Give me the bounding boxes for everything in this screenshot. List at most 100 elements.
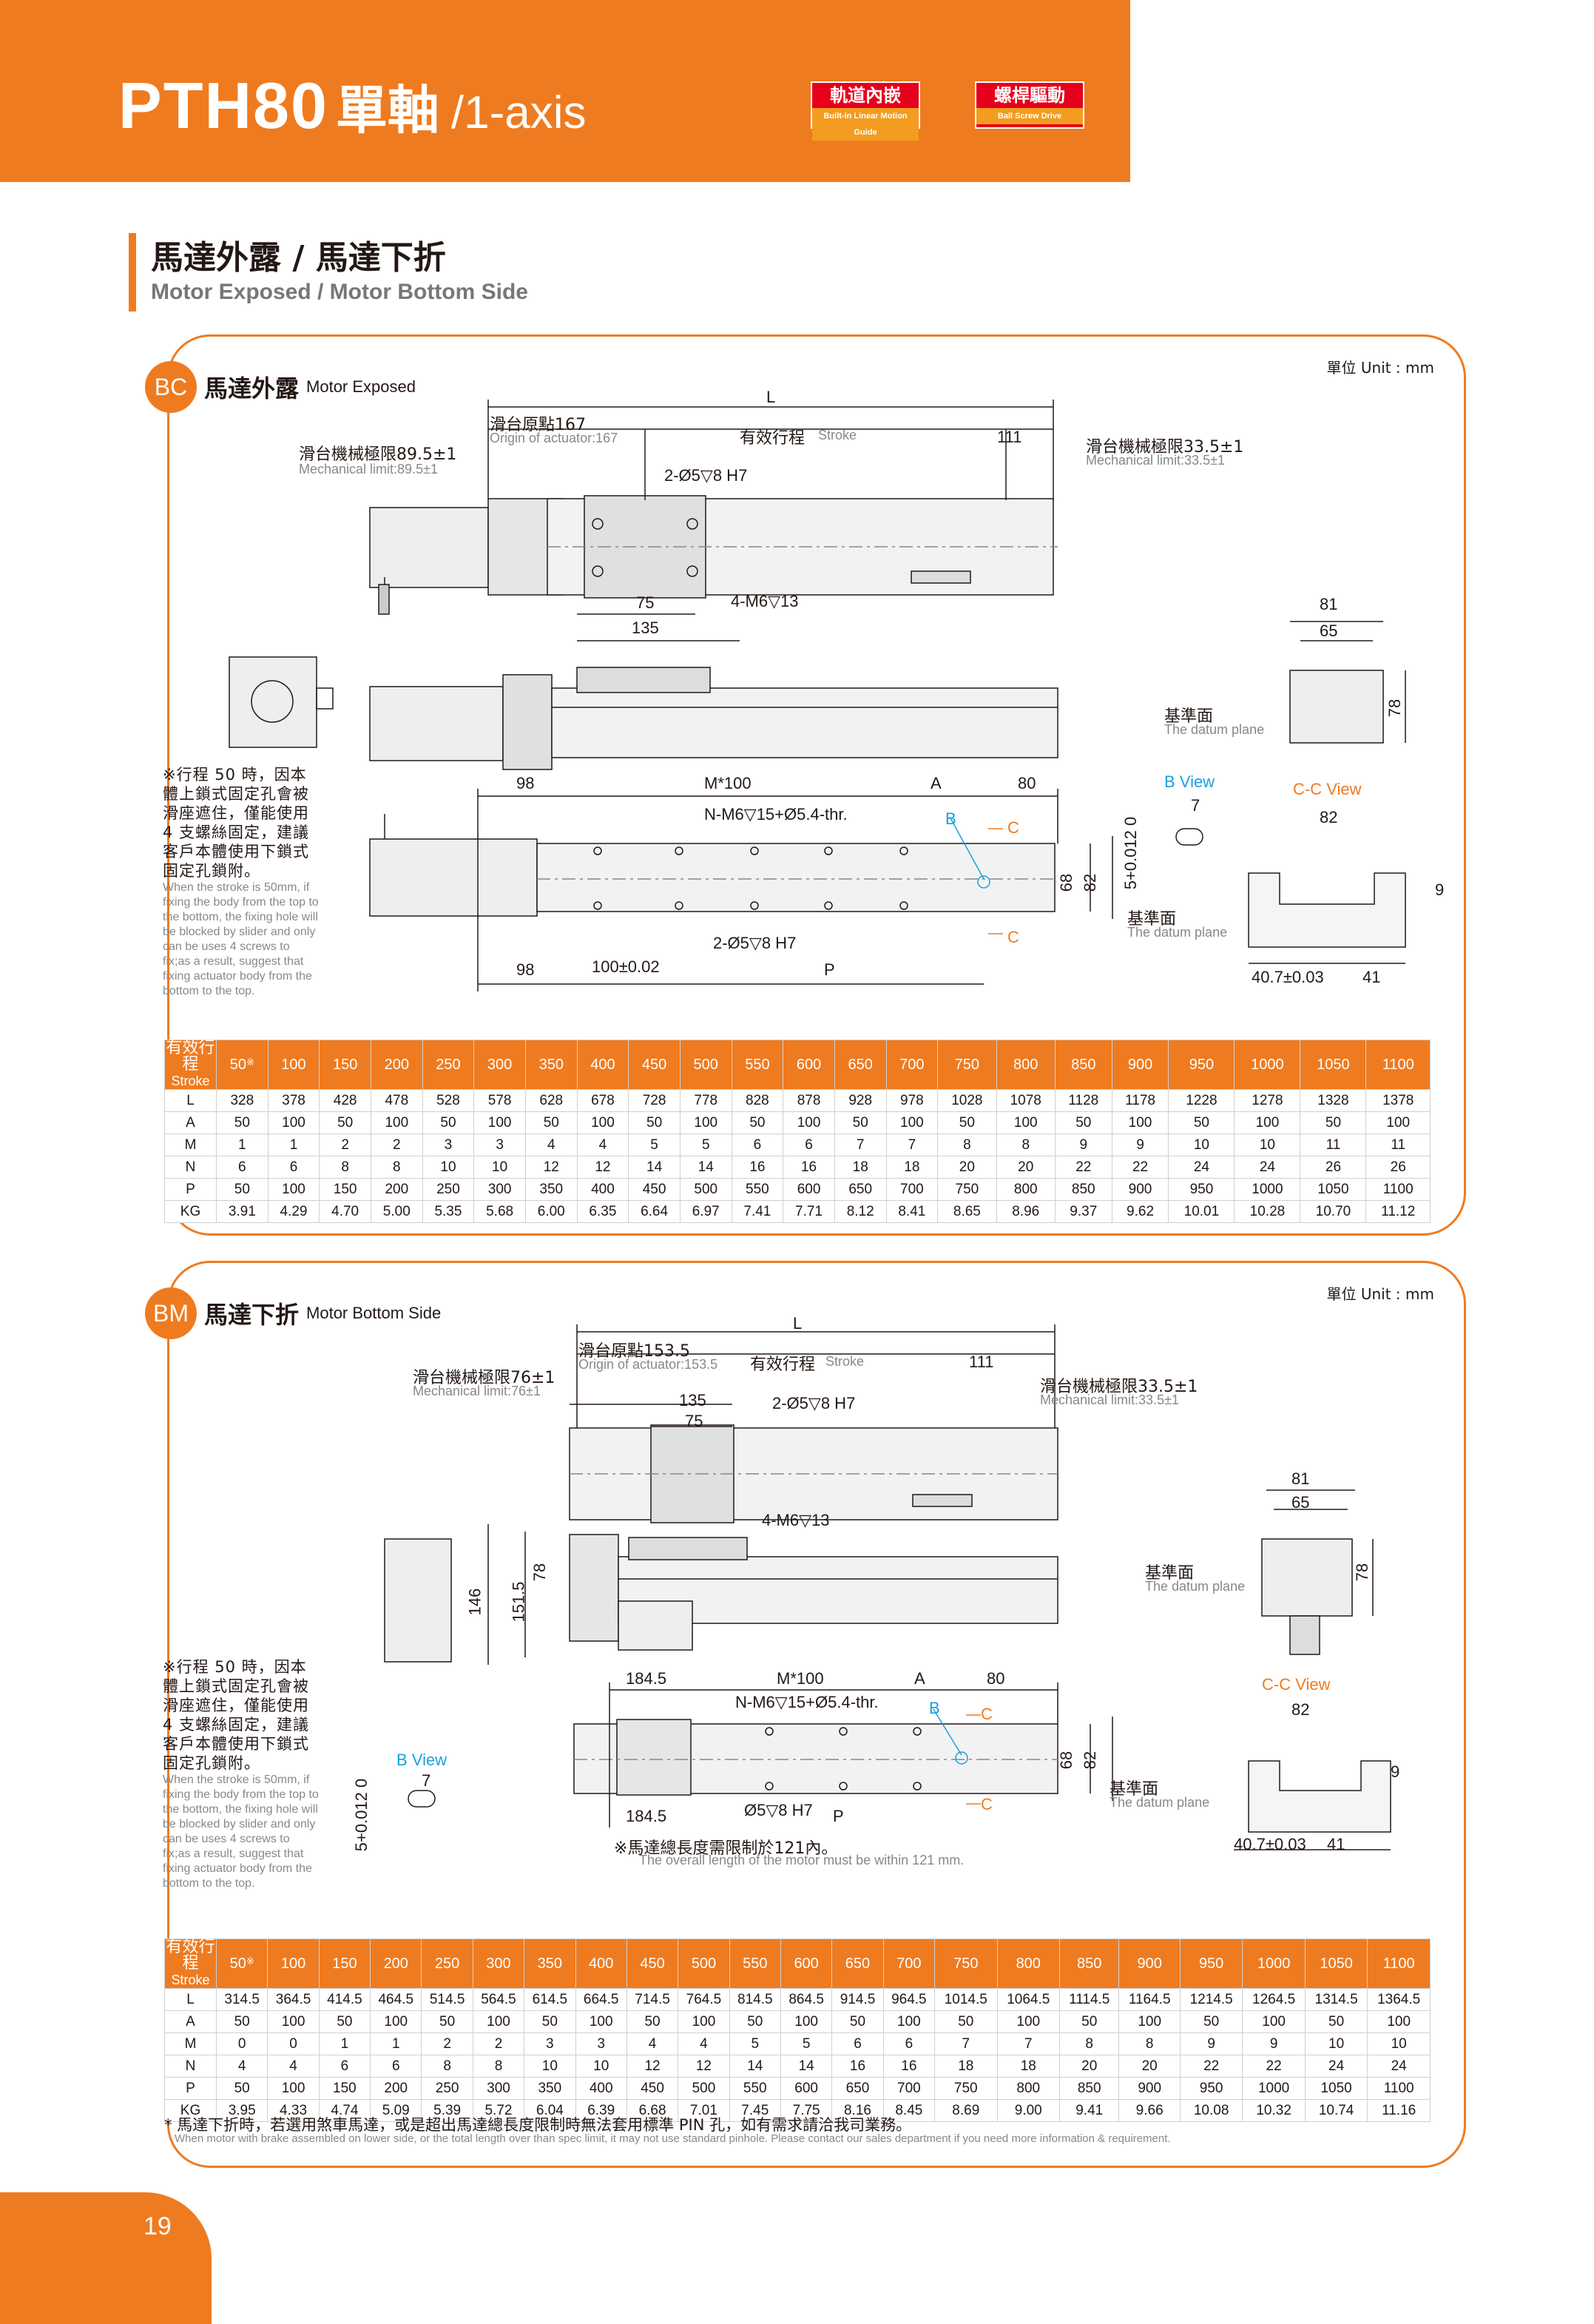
table-cell: 250 xyxy=(421,2077,473,2100)
note-cn: ※行程 50 時，因本體上鎖式固定孔會被滑座遮住，僅能使用 4 支螺絲固定，建議… xyxy=(163,1658,310,1772)
mech-limit-right-en: Mechanical limit:33.5±1 xyxy=(1086,453,1225,468)
table-cell: 950 xyxy=(1179,2077,1243,2100)
table-cell: 11.12 xyxy=(1365,1200,1431,1223)
table-cell: 514.5 xyxy=(421,1988,473,2011)
datum-plane-en: The datum plane xyxy=(1164,722,1265,737)
table-cell: 10 xyxy=(473,1156,526,1179)
page-title: PTH80 單軸 /1-axis xyxy=(118,68,587,144)
table-cell: 5 xyxy=(679,1134,732,1156)
table-cell: 9.66 xyxy=(1118,2099,1181,2122)
table-cell: 6.97 xyxy=(679,1200,732,1223)
table-cell: 1 xyxy=(216,1134,269,1156)
table-cell: 3 xyxy=(473,1134,526,1156)
stroke-column-header: 950 xyxy=(1168,1040,1235,1090)
table-cell: 1214.5 xyxy=(1179,1988,1243,2011)
table-cell: 328 xyxy=(216,1089,269,1112)
table-cell: 414.5 xyxy=(318,1988,371,2011)
table-cell: 828 xyxy=(731,1089,784,1112)
dim-75: 75 xyxy=(685,1412,703,1430)
row-label: M xyxy=(164,1134,217,1156)
table-cell: 978 xyxy=(885,1089,939,1112)
title-cn: 單軸 xyxy=(335,80,439,141)
dim-82: 82 xyxy=(1081,1751,1100,1770)
table-cell: 100 xyxy=(996,1111,1056,1134)
table-cell: 50 xyxy=(729,2010,781,2033)
b-marker: B xyxy=(945,809,956,828)
dim-7: 7 xyxy=(422,1771,431,1790)
table-cell: 4 xyxy=(267,2055,320,2078)
table-cell: 550 xyxy=(729,2077,781,2100)
table-cell: 850 xyxy=(1058,2077,1120,2100)
table-cell: 10.70 xyxy=(1300,1200,1367,1223)
table-cell: 8 xyxy=(421,2055,473,2078)
table-cell: 8 xyxy=(996,1134,1056,1156)
dim-75: 75 xyxy=(636,593,655,612)
mech-limit-right-en: Mechanical limit:33.5±1 xyxy=(1040,1392,1179,1407)
table-cell: 50 xyxy=(1300,1111,1367,1134)
table-cell: 12 xyxy=(524,1156,578,1179)
hole-top-callout: 2-Ø5▽8 H7 xyxy=(772,1394,856,1412)
table-cell: 7.45 xyxy=(729,2099,781,2122)
cc-view-label: C-C View xyxy=(1293,780,1362,798)
table-cell: 864.5 xyxy=(780,1988,833,2011)
table-cell: 5.68 xyxy=(473,1200,526,1223)
row-label: N xyxy=(164,1156,217,1179)
table-cell: 400 xyxy=(575,2077,627,2100)
table-cell: 450 xyxy=(628,1178,681,1201)
table-cell: 100 xyxy=(267,1178,320,1201)
table-cell: 4 xyxy=(215,2055,269,2078)
stroke-column-header: 250 xyxy=(422,1040,475,1090)
stroke-column-header: 50※ xyxy=(216,1040,269,1090)
datum-plane-cn-2: 基準面 xyxy=(1110,1780,1159,1799)
table-cell: 600 xyxy=(780,2077,833,2100)
table-cell: 10 xyxy=(1367,2032,1431,2055)
row-label: P xyxy=(164,1178,217,1201)
stroke-label-en: Stroke xyxy=(818,428,857,442)
table-cell: 50 xyxy=(422,1111,475,1134)
stroke-column-header: 200 xyxy=(370,1040,423,1090)
table-cell: 9.37 xyxy=(1054,1200,1112,1223)
n-tap-callout: N-M6▽15+Ø5.4-thr. xyxy=(735,1693,879,1711)
tap-callout: 4-M6▽13 xyxy=(731,592,799,610)
stroke-column-header: 150 xyxy=(318,1939,371,1989)
page-number-tab xyxy=(0,2192,212,2324)
stroke-column-header: 150 xyxy=(319,1040,371,1090)
table-cell: 800 xyxy=(996,1178,1056,1201)
table-cell: 7.71 xyxy=(783,1200,835,1223)
table-cell: 20 xyxy=(937,1156,997,1179)
dim-41: 41 xyxy=(1362,968,1381,986)
dim-A: A xyxy=(914,1669,925,1688)
table-cell: 1328 xyxy=(1300,1089,1367,1112)
table-cell: 6 xyxy=(370,2055,422,2078)
badge-cn: 軌道內嵌 xyxy=(830,85,901,106)
dim-65: 65 xyxy=(1320,622,1338,640)
table-cell: 7.75 xyxy=(780,2099,833,2122)
badge-en: Ball Screw Drive xyxy=(976,108,1083,124)
table-cell: 1314.5 xyxy=(1304,1988,1368,2011)
stroke-column-header: 1000 xyxy=(1234,1040,1301,1090)
table-cell: 10 xyxy=(1304,2032,1368,2055)
table-cell: 8.96 xyxy=(996,1200,1056,1223)
table-cell: 50 xyxy=(731,1111,784,1134)
dim-82-cc: 82 xyxy=(1291,1700,1310,1719)
table-cell: 100 xyxy=(679,1111,732,1134)
table-cell: 1378 xyxy=(1365,1089,1431,1112)
row-label: P xyxy=(164,2077,217,2100)
table-cell: 18 xyxy=(996,2055,1061,2078)
table-cell: 428 xyxy=(319,1089,371,1112)
table-cell: 300 xyxy=(472,2077,525,2100)
dim-41: 41 xyxy=(1327,1835,1345,1853)
table-cell: 0 xyxy=(215,2032,269,2055)
table-cell: 964.5 xyxy=(882,1988,936,2011)
stroke-column-header: 350 xyxy=(524,1939,576,1989)
motor-top xyxy=(369,507,489,588)
c-marker-top: C xyxy=(981,1705,993,1723)
table-cell: 2 xyxy=(421,2032,473,2055)
table-cell: 1 xyxy=(267,1134,320,1156)
table-cell: 50 xyxy=(216,1178,269,1201)
dim-L: L xyxy=(793,1314,803,1333)
table-cell: 11 xyxy=(1365,1134,1431,1156)
